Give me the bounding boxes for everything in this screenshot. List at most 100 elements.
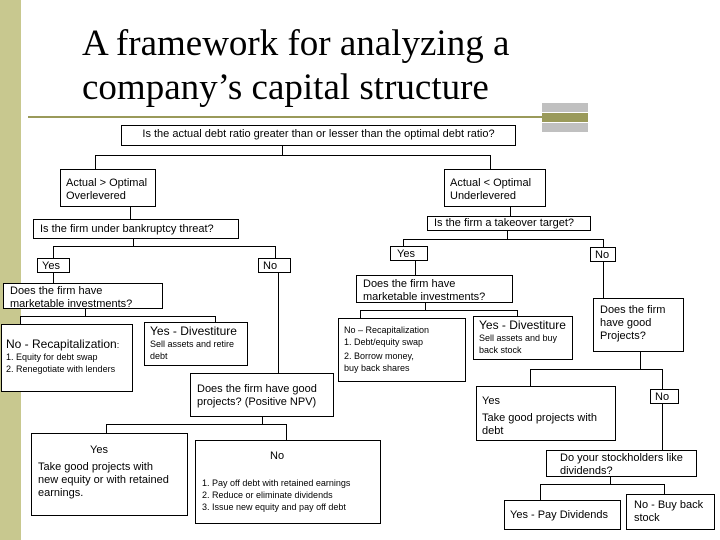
connector (640, 352, 641, 369)
connector (507, 231, 508, 239)
node-text: buy back shares (344, 363, 410, 373)
node-text: Yes (482, 395, 500, 407)
node-text: Does the firm have (10, 285, 103, 297)
title-line-2: company’s capital structure (82, 67, 489, 108)
connector (664, 484, 665, 494)
label-no-takeover: No (590, 247, 616, 262)
connector (662, 404, 663, 450)
connector (490, 155, 491, 169)
connector (603, 262, 604, 298)
node-text: Yes (397, 248, 415, 260)
connector (278, 273, 279, 373)
node-text: 2. Renegotiate with lenders (6, 364, 116, 374)
node-yes-take-projects-debt: Yes Take good projects with debt (476, 386, 616, 441)
connector (95, 155, 96, 169)
node-text: new equity or with retained (38, 474, 169, 486)
node-bankruptcy-question: Is the firm under bankruptcy threat? (33, 219, 239, 239)
node-text: No – Recapitalization (344, 325, 430, 335)
node-underlevered: Actual < Optimal Underlevered (444, 169, 546, 207)
node-no-recapitalization-mid: No – Recapitalization 1. Debt/equity swa… (338, 318, 466, 382)
label-yes-takeover: Yes (390, 246, 428, 261)
node-text: Yes - Pay Dividends (510, 509, 609, 521)
connector (662, 369, 663, 389)
node-no-recapitalization-left: No - Recapitalization: 1. Equity for deb… (1, 324, 133, 392)
label-yes-bankruptcy: Yes (37, 258, 70, 273)
node-text: Sell assets and buy (479, 333, 558, 343)
connector (20, 316, 216, 317)
connector (53, 246, 276, 247)
node-no-pay-off-debt: No 1. Pay off debt with retained earning… (195, 440, 381, 524)
node-no-buy-back-stock: No - Buy back stock (626, 494, 715, 530)
decor-square-1 (542, 103, 588, 112)
node-text: stock (634, 512, 660, 524)
connector (517, 310, 518, 316)
connector (133, 239, 134, 246)
connector (282, 146, 283, 155)
node-text: No - Recapitalization: (6, 338, 128, 351)
connector (540, 484, 541, 500)
node-text: Take good projects with (482, 412, 597, 424)
page-title: A framework for analyzing a company’s ca… (82, 22, 642, 110)
node-text: Yes (42, 260, 60, 272)
connector (425, 303, 426, 310)
node-text: Is the firm a takeover target? (434, 217, 575, 229)
node-yes-pay-dividends: Yes - Pay Dividends (504, 500, 621, 530)
node-good-projects-npv: Does the firm have good projects? (Posit… (190, 373, 334, 417)
node-text: Does the firm have good (197, 383, 317, 395)
node-text: No (270, 450, 285, 462)
connector (53, 273, 54, 284)
connector (610, 477, 611, 484)
connector (130, 207, 131, 219)
node-text: Is the actual debt ratio greater than or… (142, 128, 495, 140)
side-accent-bar (0, 0, 21, 540)
node-text: Sell assets and retire (150, 339, 235, 349)
connector (603, 239, 604, 247)
node-yes-new-equity: Yes Take good projects with new equity o… (31, 433, 188, 516)
connector (286, 424, 287, 440)
decor-square-3 (542, 123, 588, 132)
node-text: Actual > Optimal (66, 177, 148, 189)
node-text: Overlevered (66, 190, 126, 202)
node-text: projects? (Positive NPV) (197, 396, 317, 408)
connector (106, 424, 287, 425)
node-overlevered: Actual > Optimal Overlevered (60, 169, 156, 207)
node-text: No - Buy back (634, 499, 704, 511)
node-text: : (116, 340, 120, 350)
node-text: No - Recapitalization (6, 337, 117, 351)
label-no-bankruptcy: No (258, 258, 291, 273)
node-good-projects-right: Does the firm have good Projects? (593, 298, 684, 352)
node-text: Yes - Divestiture (150, 324, 237, 338)
connector (530, 369, 531, 386)
node-text: marketable investments? (10, 298, 133, 310)
node-takeover-question: Is the firm a takeover target? (427, 216, 591, 231)
connector (530, 369, 663, 370)
connector (215, 316, 216, 322)
decor-square-2 (542, 113, 588, 122)
node-text: Projects? (600, 330, 646, 342)
node-text: Underlevered (450, 190, 517, 202)
connector (540, 484, 665, 485)
connector (275, 246, 276, 258)
connector (20, 316, 21, 324)
node-text: Does the firm have (363, 278, 456, 290)
node-text: debt (150, 351, 168, 361)
node-text: have good (600, 317, 652, 329)
node-text: 1. Debt/equity swap (344, 337, 424, 347)
node-text: earnings. (38, 487, 84, 499)
node-text: Actual < Optimal (450, 177, 532, 189)
node-text: 1. Pay off debt with retained earnings (202, 478, 351, 488)
connector (106, 424, 107, 433)
connector (95, 155, 491, 156)
node-text: Is the firm under bankruptcy threat? (40, 223, 214, 235)
node-text: 3. Issue new equity and pay off debt (202, 502, 346, 512)
node-text: back stock (479, 345, 522, 355)
node-marketable-investments-left: Does the firm have marketable investment… (3, 283, 163, 310)
connector (360, 310, 361, 318)
node-marketable-investments-mid: Does the firm have marketable investment… (356, 275, 513, 303)
node-text: dividends? (560, 465, 613, 477)
node-text: No (263, 260, 278, 272)
node-yes-divestiture-mid: Yes - Divestiture Sell assets and buy ba… (473, 316, 573, 360)
node-text: Yes - Divestiture (479, 318, 566, 332)
connector (53, 246, 54, 258)
node-text: 2. Borrow money, (344, 351, 414, 361)
